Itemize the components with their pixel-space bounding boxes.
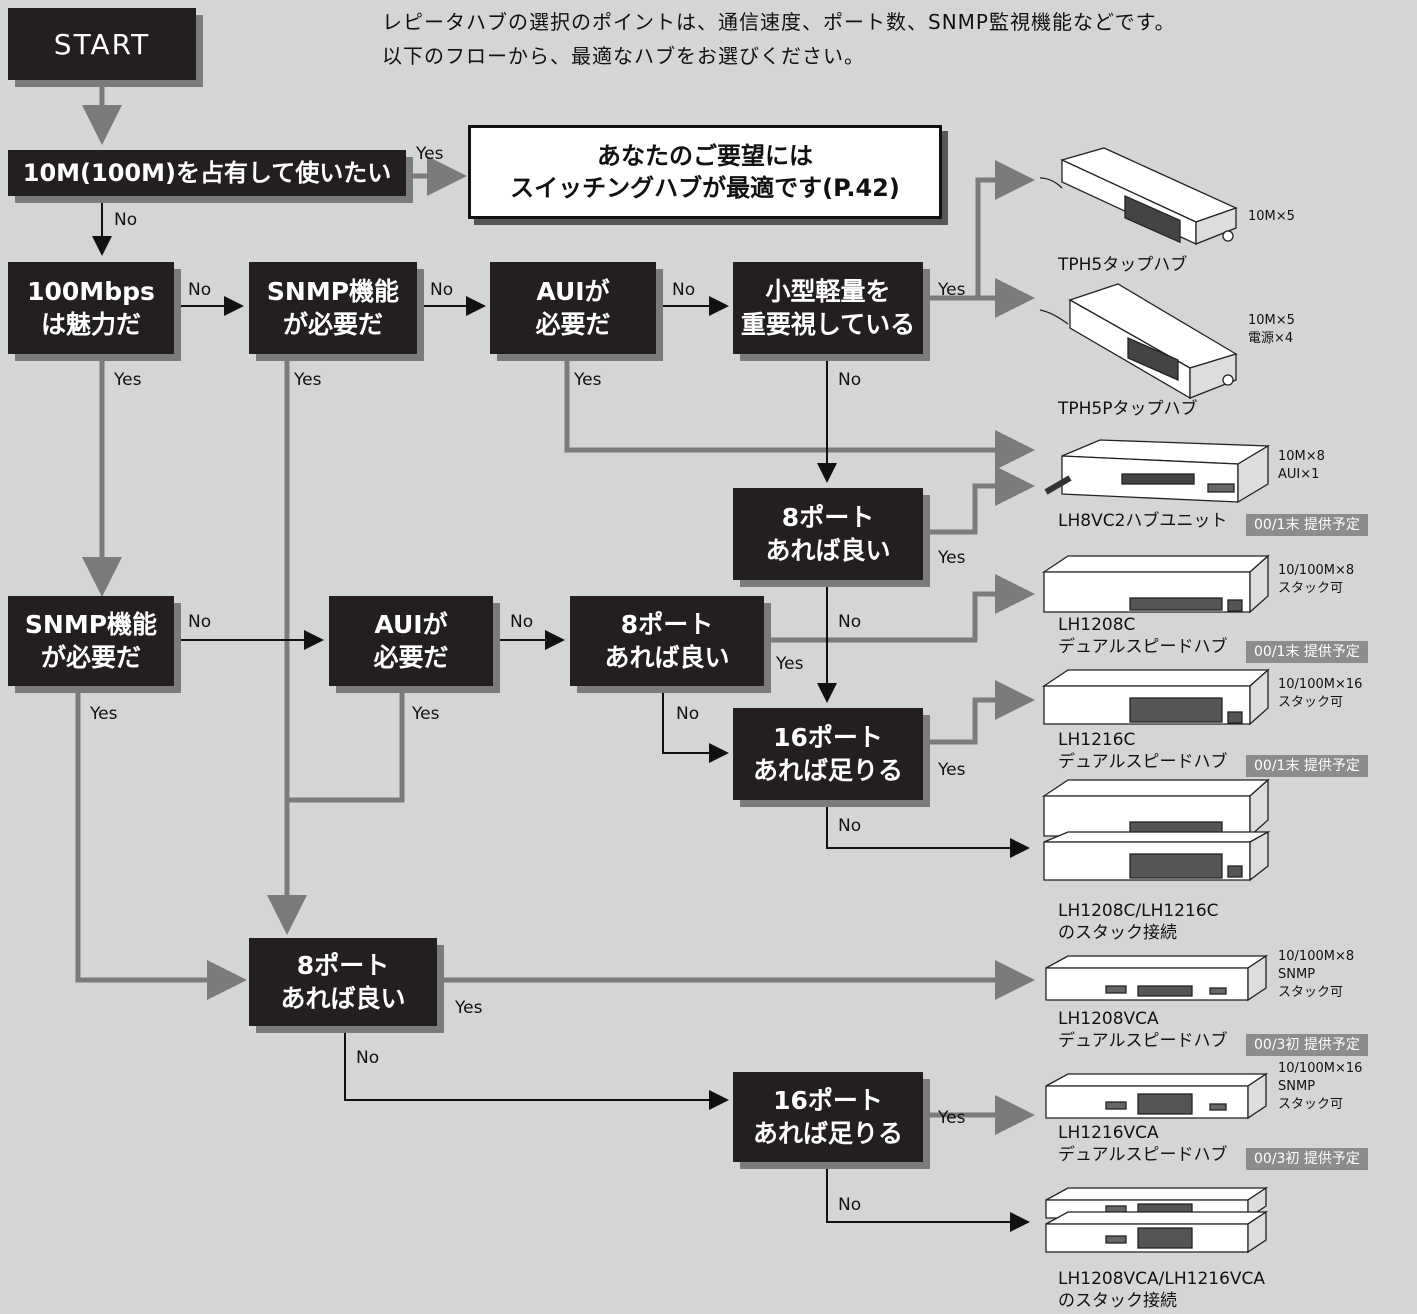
product-name-lh8vc2: LH8VC2ハブユニット bbox=[1058, 511, 1228, 531]
no-label: No bbox=[672, 280, 696, 300]
lh1208vca-lh1216vca-stack-image bbox=[1045, 1186, 1269, 1254]
product-name-tph5: TPH5タップハブ bbox=[1058, 255, 1188, 275]
tph5p-device-image bbox=[1039, 283, 1238, 400]
product-spec-tph5: 10M×5 bbox=[1248, 209, 1295, 224]
switching-hub-recommendation: あなたのご要望には スイッチングハブが最適です(P.42) bbox=[468, 125, 942, 219]
no-label: No bbox=[430, 280, 454, 300]
no-label: No bbox=[676, 704, 700, 724]
yes-label: Yes bbox=[574, 370, 602, 390]
availability-badge: 00/3初 提供予定 bbox=[1246, 1148, 1368, 1170]
start-node: START bbox=[8, 8, 196, 80]
yes-label: Yes bbox=[938, 280, 966, 300]
yes-label: Yes bbox=[294, 370, 322, 390]
no-label: No bbox=[510, 612, 534, 632]
question-compact: 小型軽量を重要視している bbox=[733, 262, 923, 354]
no-label: No bbox=[188, 280, 212, 300]
question-16port-b: 16ポートあれば足りる bbox=[733, 1072, 923, 1162]
question-8port-a: 8ポートあれば良い bbox=[733, 488, 923, 580]
yes-label: Yes bbox=[455, 998, 483, 1018]
no-label: No bbox=[188, 612, 212, 632]
availability-badge: 00/1末 提供予定 bbox=[1246, 641, 1368, 663]
lh1216c-device-image bbox=[1041, 668, 1270, 726]
no-label: No bbox=[838, 816, 862, 836]
lh1208c-device-image bbox=[1041, 554, 1270, 614]
yes-label: Yes bbox=[90, 704, 118, 724]
yes-label: Yes bbox=[412, 704, 440, 724]
question-8port-c: 8ポートあれば良い bbox=[249, 938, 437, 1026]
question-snmp-top: SNMP機能が必要だ bbox=[249, 262, 417, 354]
question-exclusive-bandwidth: 10M(100M)を占有して使いたい bbox=[8, 150, 406, 196]
no-label: No bbox=[356, 1048, 380, 1068]
yes-label: Yes bbox=[416, 144, 444, 164]
lh1208c-lh1216c-stack-image bbox=[1041, 778, 1271, 882]
no-label: No bbox=[838, 1195, 862, 1215]
availability-badge: 00/1末 提供予定 bbox=[1246, 755, 1368, 777]
question-snmp-mid: SNMP機能が必要だ bbox=[8, 596, 174, 686]
yes-label: Yes bbox=[114, 370, 142, 390]
yes-label: Yes bbox=[938, 548, 966, 568]
question-aui-top: AUIが必要だ bbox=[490, 262, 656, 354]
yes-label: Yes bbox=[938, 760, 966, 780]
tph5-device-image bbox=[1039, 147, 1238, 246]
yes-label: Yes bbox=[938, 1108, 966, 1128]
availability-badge: 00/3初 提供予定 bbox=[1246, 1034, 1368, 1056]
no-label: No bbox=[114, 210, 138, 230]
intro-line-1: レピータハブの選択のポイントは、通信速度、ポート数、SNMP監視機能などです。 bbox=[382, 10, 1176, 34]
question-aui-mid: AUIが必要だ bbox=[329, 596, 493, 686]
availability-badge: 00/1末 提供予定 bbox=[1246, 514, 1368, 536]
question-16port-a: 16ポートあれば足りる bbox=[733, 708, 923, 800]
no-label: No bbox=[838, 612, 862, 632]
lh1216vca-device-image bbox=[1045, 1072, 1269, 1120]
product-name-tph5p: TPH5Pタップハブ bbox=[1058, 399, 1198, 419]
lh1208vca-device-image bbox=[1045, 954, 1269, 1002]
yes-label: Yes bbox=[776, 654, 804, 674]
lh8vc2-device-image bbox=[1044, 439, 1271, 504]
no-label: No bbox=[838, 370, 862, 390]
question-8port-b: 8ポートあれば良い bbox=[570, 596, 764, 686]
intro-line-2: 以下のフローから、最適なハブをお選びください。 bbox=[382, 44, 865, 68]
